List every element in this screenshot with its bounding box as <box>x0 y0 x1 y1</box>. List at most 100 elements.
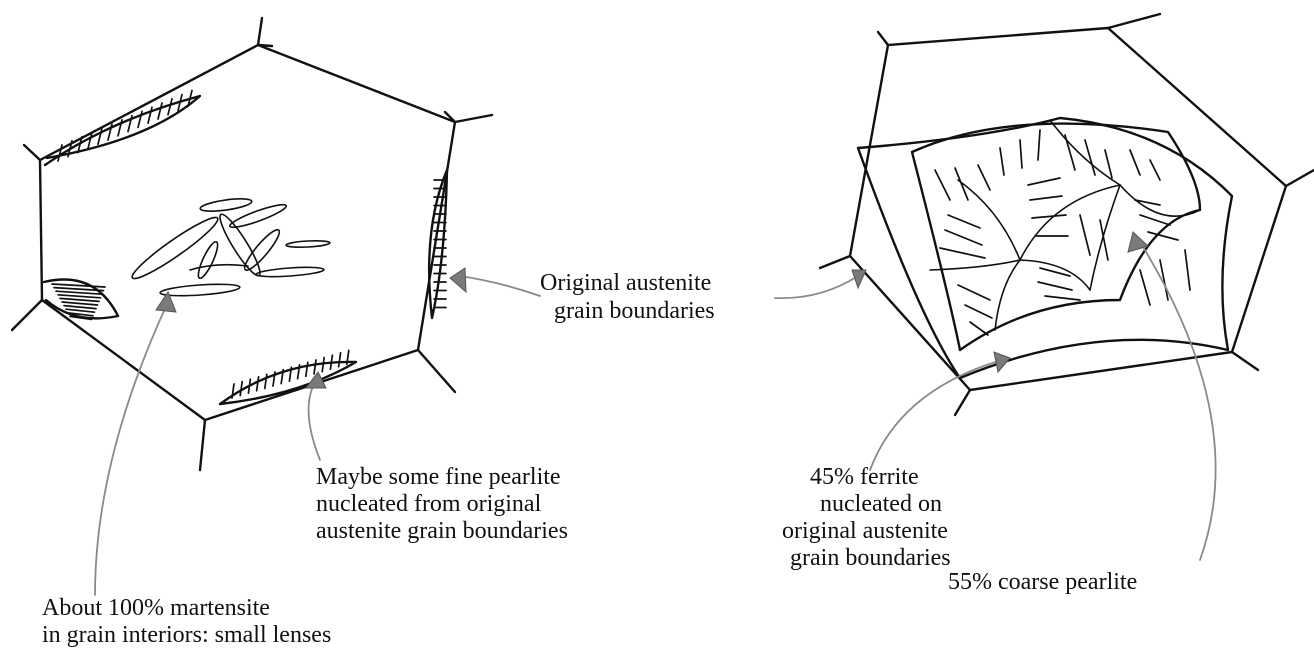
hatch-line <box>64 306 96 309</box>
martensite-lens <box>195 240 221 280</box>
hatch-line <box>1130 150 1140 175</box>
hatch-line <box>940 248 985 258</box>
label-ferrite-line2: nucleated on <box>820 491 942 517</box>
hatch-line <box>1020 140 1022 168</box>
hatch-line <box>1045 296 1080 300</box>
hatch-line <box>1032 215 1066 218</box>
left-grain-boundary <box>40 45 455 420</box>
colony-boundary <box>1050 120 1120 185</box>
hatch-line <box>62 302 98 305</box>
arrow-to-right-boundary <box>775 276 858 298</box>
left-grain-stub-topleft <box>24 145 40 160</box>
label-coarse-pearlite: 55% coarse pearlite <box>948 569 1137 595</box>
colony-boundary <box>930 260 1020 270</box>
hatch-line <box>98 128 102 144</box>
right-grain-boundary <box>850 28 1286 390</box>
label-fine-pearlite-line3: austenite grain boundaries <box>316 518 568 544</box>
pearlite-lamellae <box>935 130 1190 335</box>
arrowhead <box>450 268 466 292</box>
left-grain-stub-bottomright <box>418 350 455 392</box>
martensite-lens <box>256 266 324 279</box>
hatch-line <box>1030 196 1062 200</box>
martensite-lens <box>160 282 241 298</box>
hatch-line <box>1150 160 1160 180</box>
hatch-line <box>138 111 142 127</box>
label-ferrite-line4: grain boundaries <box>790 545 951 571</box>
hatch-line <box>1038 130 1040 160</box>
hatch-line <box>935 170 950 200</box>
hatch-line <box>965 305 992 318</box>
martensite-lenses <box>128 196 330 297</box>
hatch-line <box>978 165 990 190</box>
right-grain-stub-left <box>820 256 850 268</box>
arrow-to-ferrite <box>870 360 1002 470</box>
left-grain-stub-right <box>445 112 492 122</box>
hatch-line <box>1000 148 1004 175</box>
martensite-lens <box>200 196 253 213</box>
hatch-line <box>306 362 308 376</box>
label-fine-pearlite-line2: nucleated from original <box>316 491 542 517</box>
left-grain-stub-left <box>12 300 42 330</box>
hatch-line <box>339 353 341 367</box>
hatch-line <box>1038 282 1072 290</box>
right-grain-stub-right <box>1108 14 1314 186</box>
martensite-lens <box>128 212 222 285</box>
label-boundaries-line1: Original austenite <box>540 270 711 296</box>
hatch-line <box>330 355 332 369</box>
hatch-line <box>257 377 259 391</box>
right-grain <box>820 14 1314 415</box>
hatch-line <box>265 374 267 388</box>
hatch-line <box>1140 270 1150 305</box>
label-ferrite-line1: 45% ferrite <box>810 464 919 490</box>
label-ferrite-line3: original austenite <box>782 518 948 544</box>
label-martensite-line2: in grain interiors: small lenses <box>42 622 331 648</box>
left-grain <box>12 18 492 470</box>
left-grain-stub-bottom <box>200 420 205 470</box>
hatch-line <box>148 107 152 123</box>
fine-pearlite-nodule-topleft <box>45 90 200 165</box>
hatch-line <box>168 99 172 115</box>
hatch-line <box>314 360 316 374</box>
right-grain-stub-bottomright <box>1232 352 1258 370</box>
right-grain-stub-top <box>878 32 888 45</box>
arrow-to-left-boundary <box>460 276 540 296</box>
hatch-line <box>248 379 250 393</box>
hatch-line <box>322 358 324 372</box>
hatch-line <box>1080 215 1090 255</box>
martensite-lens <box>286 240 330 248</box>
hatch-line <box>128 116 132 132</box>
hatch-line <box>1105 150 1112 178</box>
arrow-to-coarse-pearlite <box>1140 242 1216 560</box>
hatch-line <box>60 298 99 301</box>
hatch-line <box>1028 178 1060 185</box>
colony-boundary <box>958 180 1020 330</box>
hatch-line <box>158 103 162 119</box>
hatch-line <box>958 285 990 300</box>
hatch-line <box>58 295 101 298</box>
colony-boundary <box>1090 185 1120 290</box>
hatch-line <box>240 382 242 396</box>
hatch-line <box>52 284 105 287</box>
hatch-line <box>1085 140 1095 175</box>
hatch-line <box>1140 215 1170 225</box>
colony-boundary <box>1120 185 1200 216</box>
right-grain-stub-bottom <box>955 390 970 415</box>
label-boundaries-line2: grain boundaries <box>554 298 715 324</box>
hatch-line <box>56 291 102 294</box>
hatch-line <box>1185 250 1190 290</box>
arrow-to-fine-pearlite <box>309 382 320 460</box>
arrowhead <box>994 352 1010 372</box>
hatch-line <box>955 168 968 200</box>
label-fine-pearlite-line1: Maybe some fine pearlite <box>316 464 561 490</box>
fine-pearlite-nodule-left <box>44 280 118 320</box>
hatch-line <box>945 230 982 245</box>
label-martensite-line1: About 100% martensite <box>42 595 270 621</box>
left-grain-stub-top <box>258 18 272 46</box>
hatch-line <box>118 120 122 136</box>
hatch-line <box>66 309 95 312</box>
martensite-lens <box>228 201 288 231</box>
hatch-line <box>108 124 112 140</box>
hatch-line <box>970 322 988 335</box>
hatch-line <box>948 215 980 228</box>
